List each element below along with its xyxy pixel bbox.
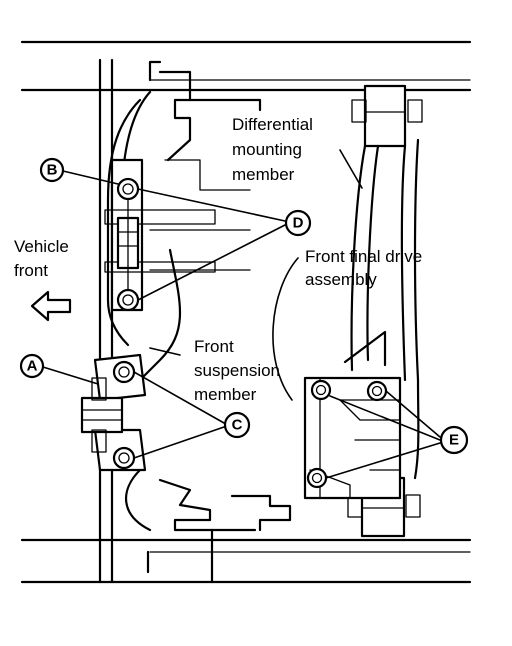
- leader-lines: [42, 149, 441, 479]
- svg-text:C: C: [232, 417, 243, 434]
- upper-left-mount: [104, 158, 216, 312]
- callout-d: D: [284, 209, 312, 237]
- callout-b: B: [39, 157, 65, 183]
- callout-a: A: [19, 353, 45, 379]
- svg-text:A: A: [27, 358, 38, 375]
- front-final-drive-assembly: [303, 330, 402, 500]
- svg-text:B: B: [47, 162, 58, 179]
- callout-c: C: [223, 411, 251, 439]
- callout-e: E: [439, 425, 469, 455]
- label-front-final-drive-assembly: Front final drive assembly: [305, 247, 427, 289]
- svg-text:D: D: [293, 215, 304, 232]
- lower-left-mount: [80, 353, 147, 472]
- svg-text:E: E: [449, 432, 459, 449]
- label-front-suspension-member: Front suspension member: [194, 337, 285, 404]
- differential-mounting-member: [347, 84, 423, 538]
- vehicle-front-arrow-icon: [30, 290, 72, 322]
- label-vehicle-front: Vehicle front: [14, 237, 74, 280]
- vehicle-frame: [20, 40, 472, 584]
- label-differential-mounting-member: Differential mounting member: [232, 115, 318, 184]
